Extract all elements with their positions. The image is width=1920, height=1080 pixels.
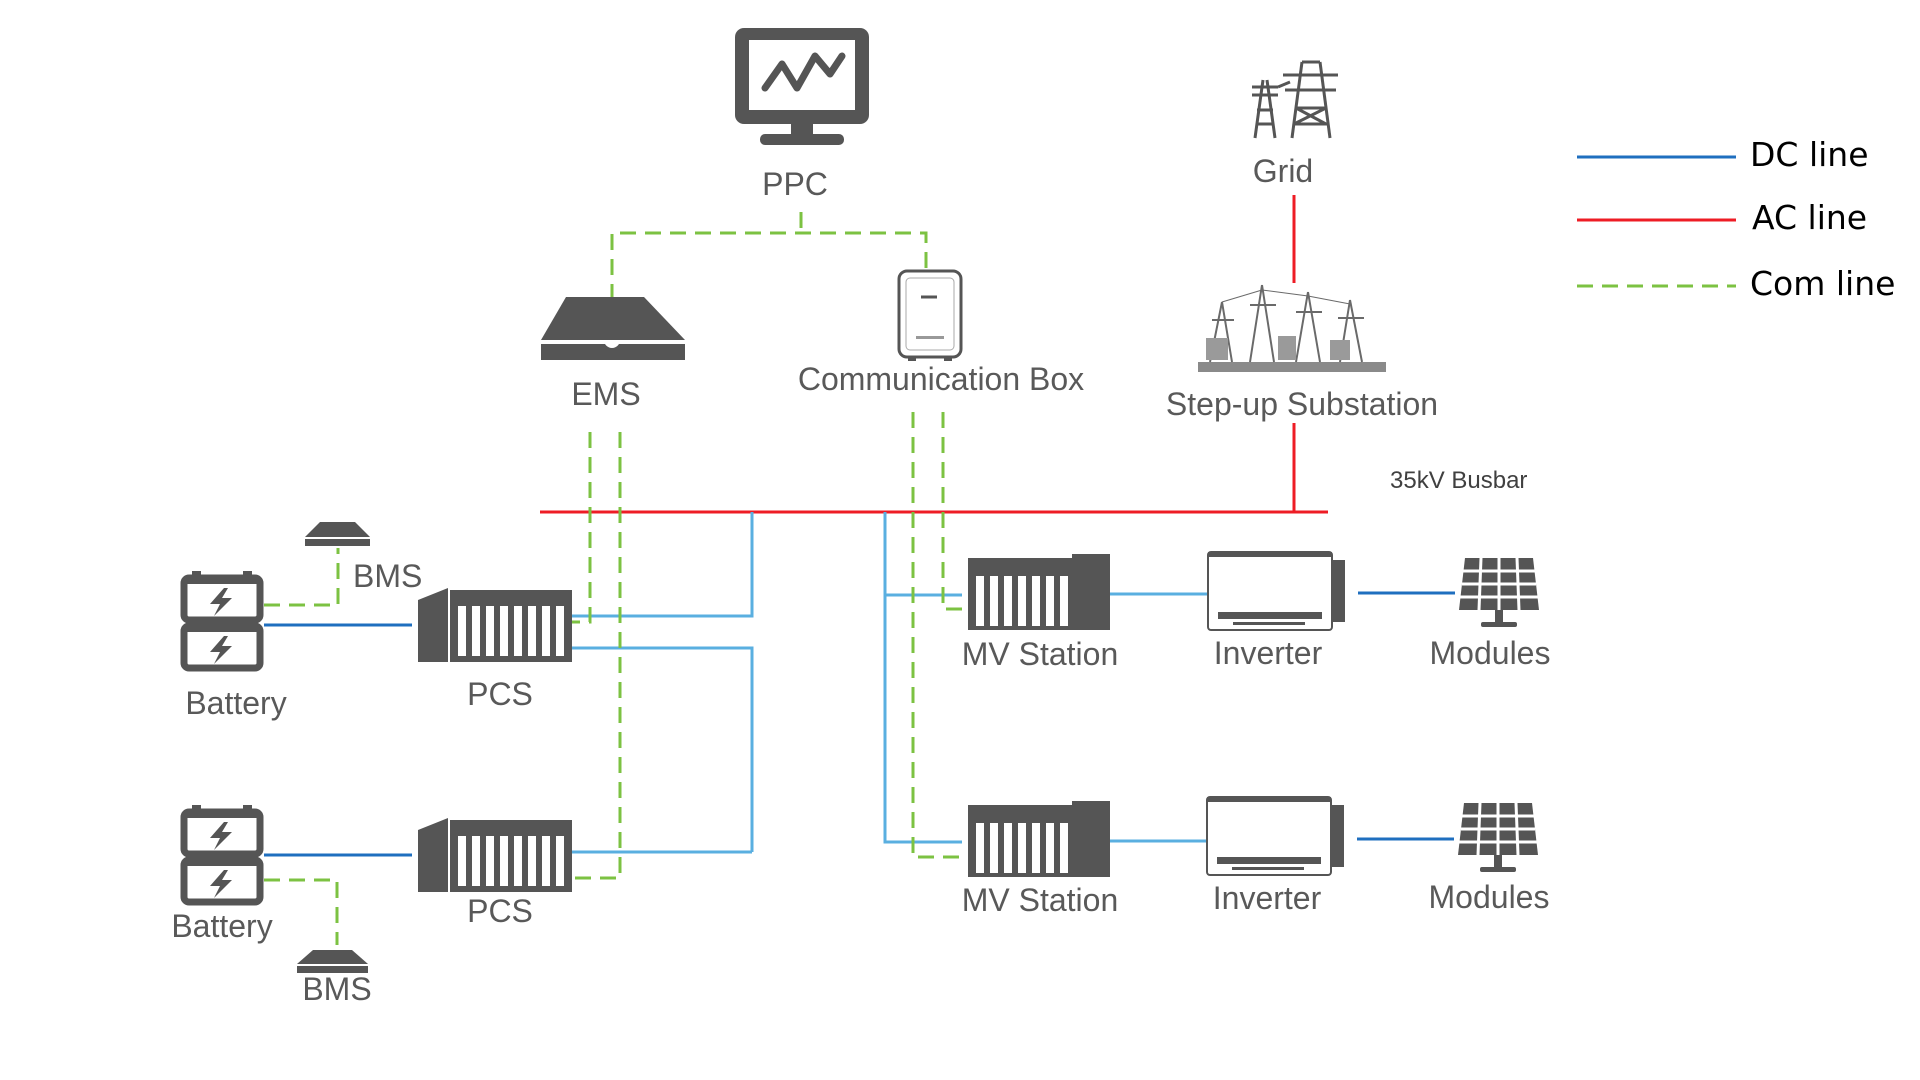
ac-lines [540,195,1328,514]
modules-top-label: Modules [1430,635,1551,671]
container-icon [418,588,572,662]
busbar-label: 35kV Busbar [1390,467,1527,494]
battery-top-label: Battery [185,685,286,721]
solar-panel-icon [1458,802,1538,872]
inverter-icon [1207,551,1345,631]
substation-label: Step-up Substation [1166,386,1438,422]
legend: DC line AC line Com line [1577,135,1895,303]
pcs-top-busbar-line-2 [560,646,754,852]
comm-box-label: Communication Box [798,361,1084,397]
bms-icon [305,522,370,546]
battery-icon [180,805,264,906]
bms-bottom-label: BMS [302,971,371,1007]
inverter-icon [1206,796,1344,876]
battery-bottom-label: Battery [171,908,272,944]
legend-com-label: Com line [1750,264,1895,303]
mv-station-bottom-label: MV Station [962,882,1119,918]
ems-pcs-bottom-com [560,432,622,880]
inverter-top-label: Inverter [1214,635,1323,671]
dc-lines [264,512,1455,857]
mv-station-top-label: MV Station [962,636,1119,672]
container-icon [418,818,572,892]
bms-top-label: BMS [353,558,422,594]
grid-label: Grid [1253,153,1313,189]
battery-bms-bottom-com [264,878,339,945]
pcs-bottom-label: PCS [467,893,533,929]
legend-ac-label: AC line [1752,198,1867,237]
inverter-bottom-label: Inverter [1213,880,1322,916]
server-icon [541,297,685,360]
ems-label: EMS [571,376,640,412]
commbox-mv-top-com [941,412,962,611]
ppc-com-line [610,231,928,300]
container-icon [968,801,1110,877]
monitor-icon [735,28,869,145]
power-tower-icon [1252,60,1338,139]
substation-icon [1198,284,1386,372]
bms-icon [297,950,368,973]
modules-bottom-label: Modules [1429,879,1550,915]
busbar-mv-line [883,512,962,844]
battery-bms-top-com [264,548,340,607]
legend-dc-label: DC line [1750,135,1869,174]
battery-icon [180,571,264,672]
comm-box-icon [897,269,963,361]
solar-panel-icon [1459,557,1539,627]
pcs-top-label: PCS [467,676,533,712]
commbox-mv-bottom-com [911,412,962,859]
ppc-label: PPC [762,166,828,202]
pcs-top-busbar-line-1 [560,512,754,618]
container-icon [968,554,1110,630]
